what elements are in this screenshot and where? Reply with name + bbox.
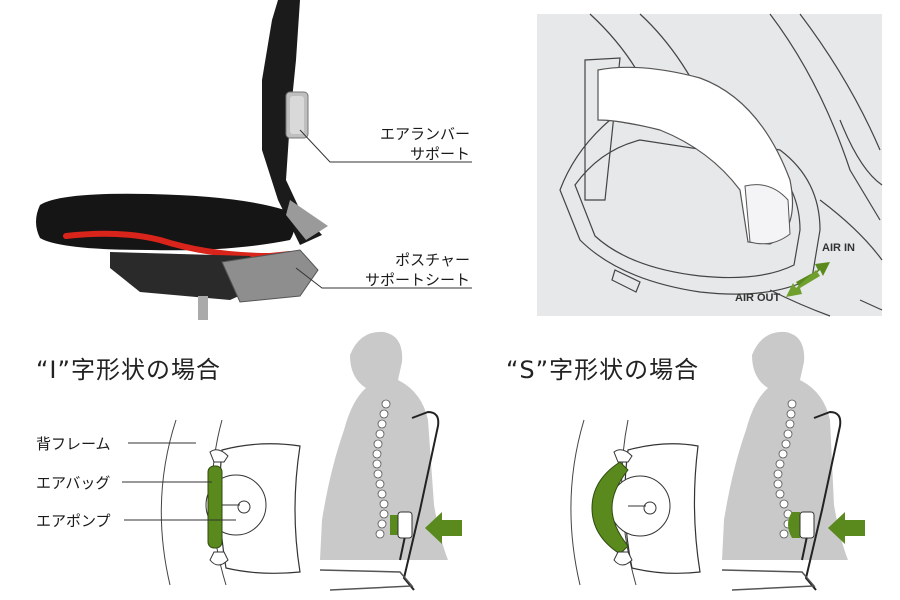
air-lumbar-detail-panel <box>537 13 883 317</box>
callout-posture-line1: ポスチャー <box>395 251 470 269</box>
label-back-frame: 背フレーム <box>36 435 111 453</box>
part-leader-lines <box>122 442 236 521</box>
callout-lines <box>295 129 472 289</box>
callout-air-lumbar-line2: サポート <box>409 145 470 163</box>
callout-posture-line2: サポートシート <box>364 271 470 289</box>
i-shape-diagram <box>160 419 301 586</box>
heading-i-shape: “I”字形状の場合 <box>36 356 221 384</box>
air-in-label: AIR IN <box>822 242 855 254</box>
chair-illustration <box>36 0 328 320</box>
seated-person-silhouette-i <box>319 331 462 591</box>
callout-posture-seat: ポスチャー サポートシート <box>340 250 470 290</box>
air-out-label: AIR OUT <box>735 292 781 304</box>
s-shape-diagram <box>570 419 701 586</box>
seated-person-silhouette-s <box>721 331 865 591</box>
heading-s-shape: “S”字形状の場合 <box>506 356 700 384</box>
label-air-bag: エアバッグ <box>36 474 111 492</box>
label-air-pump: エアポンプ <box>36 512 111 530</box>
callout-air-lumbar-line1: エアランバー <box>379 125 470 143</box>
callout-air-lumbar: エアランバー サポート <box>340 124 470 164</box>
